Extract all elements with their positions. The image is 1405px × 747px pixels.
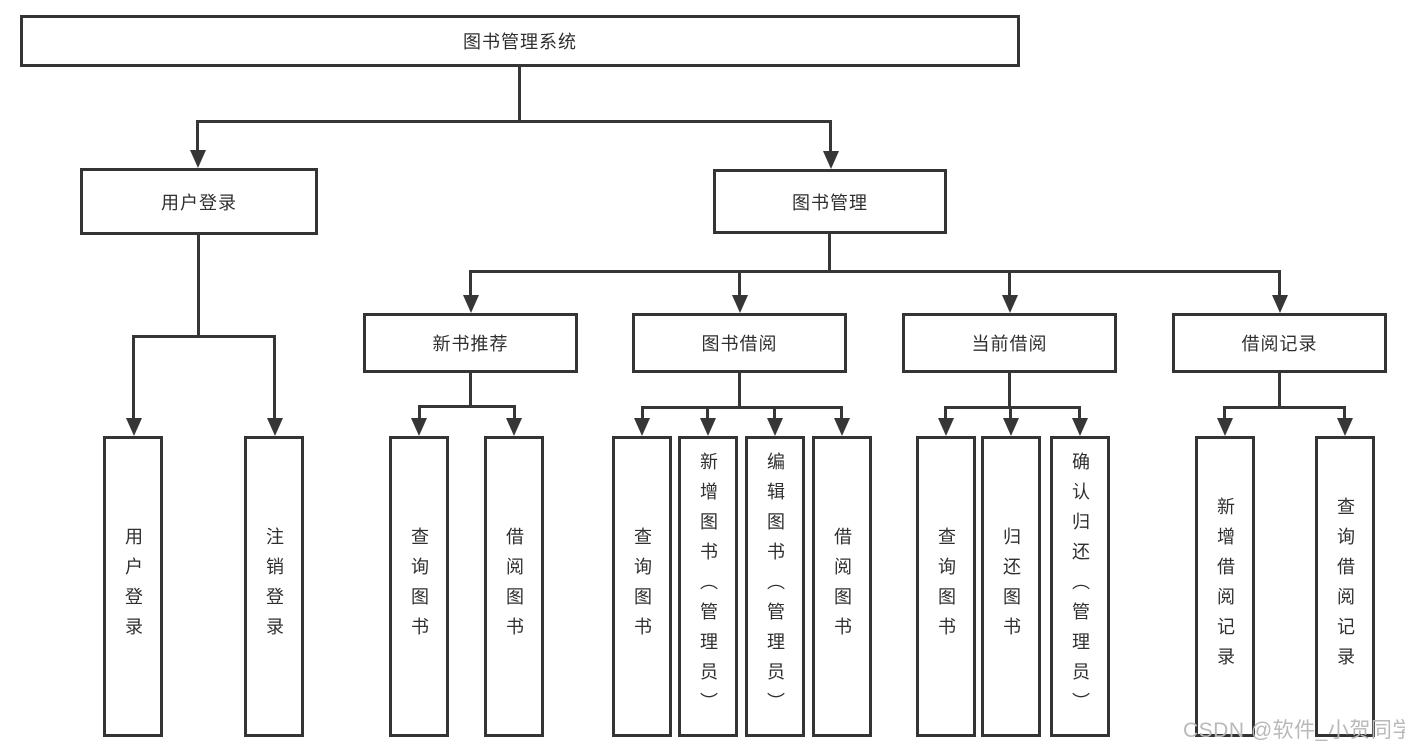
connector-line bbox=[1078, 406, 1081, 419]
watermark: CSDN @软件_小贺同学 bbox=[1183, 719, 1405, 742]
connector-line bbox=[196, 120, 199, 152]
leaf-bb-edit-books-admin-label: 编辑图书（管理员） bbox=[765, 451, 785, 722]
connector-line bbox=[273, 335, 276, 419]
node-user-login: 用户登录 bbox=[80, 168, 318, 235]
leaf-logout: 注销登录 bbox=[244, 436, 304, 737]
arrow-down-icon bbox=[823, 151, 839, 169]
connector-line bbox=[196, 120, 832, 123]
connector-line bbox=[1343, 406, 1346, 419]
arrow-down-icon bbox=[938, 418, 954, 436]
connector-line bbox=[513, 405, 516, 419]
node-borrowing-records-label: 借阅记录 bbox=[1241, 334, 1318, 354]
node-user-login-label: 用户登录 bbox=[161, 192, 237, 213]
connector-line bbox=[944, 406, 1081, 409]
connector-line bbox=[1223, 406, 1226, 419]
node-book-borrowing-label: 图书借阅 bbox=[701, 334, 778, 354]
node-current-borrowing-label: 当前借阅 bbox=[971, 334, 1048, 354]
connector-line bbox=[418, 405, 516, 408]
node-new-book-recommendation-label: 新书推荐 bbox=[432, 334, 509, 354]
arrow-down-icon bbox=[1002, 295, 1018, 313]
arrow-down-icon bbox=[1217, 418, 1233, 436]
connector-line bbox=[944, 406, 947, 419]
arrow-down-icon bbox=[700, 418, 716, 436]
connector-line bbox=[828, 234, 831, 273]
leaf-cb-query-books: 查询图书 bbox=[916, 436, 976, 737]
node-book-management-label: 图书管理 bbox=[792, 192, 868, 213]
connector-line bbox=[1223, 406, 1346, 409]
connector-line bbox=[132, 335, 135, 419]
leaf-cb-confirm-return-admin-label: 确认归还（管理员） bbox=[1070, 451, 1090, 722]
connector-line bbox=[1008, 373, 1011, 409]
connector-line bbox=[1008, 270, 1011, 297]
connector-line bbox=[738, 270, 741, 297]
leaf-nb-borrow-books-label: 借阅图书 bbox=[504, 526, 524, 647]
connector-line bbox=[197, 235, 200, 338]
arrow-down-icon bbox=[1003, 418, 1019, 436]
leaf-br-query-record: 查询借阅记录 bbox=[1315, 436, 1375, 737]
leaf-bb-query-books-label: 查询图书 bbox=[632, 526, 652, 647]
connector-line bbox=[1278, 270, 1281, 297]
connector-line bbox=[469, 373, 472, 408]
arrow-down-icon bbox=[634, 418, 650, 436]
arrow-down-icon bbox=[1072, 418, 1088, 436]
leaf-bb-borrow-books: 借阅图书 bbox=[812, 436, 872, 737]
node-library-system-label: 图书管理系统 bbox=[463, 32, 577, 52]
node-current-borrowing: 当前借阅 bbox=[902, 313, 1117, 373]
arrow-down-icon bbox=[267, 418, 283, 436]
arrow-down-icon bbox=[190, 150, 206, 168]
connector-line bbox=[132, 335, 276, 338]
leaf-bb-add-books-admin-label: 新增图书（管理员） bbox=[698, 451, 718, 722]
connector-line bbox=[738, 373, 741, 409]
leaf-br-query-record-label: 查询借阅记录 bbox=[1335, 496, 1355, 677]
node-book-borrowing: 图书借阅 bbox=[632, 313, 847, 373]
node-library-system: 图书管理系统 bbox=[20, 15, 1020, 67]
arrow-down-icon bbox=[411, 418, 427, 436]
leaf-cb-return-books: 归还图书 bbox=[981, 436, 1041, 737]
connector-line bbox=[1278, 373, 1281, 409]
connector-line bbox=[469, 270, 472, 297]
leaf-user-login: 用户登录 bbox=[103, 436, 163, 737]
arrow-down-icon bbox=[834, 418, 850, 436]
leaf-nb-query-books: 查询图书 bbox=[389, 436, 449, 737]
arrow-down-icon bbox=[1337, 418, 1353, 436]
connector-line bbox=[418, 405, 421, 419]
node-book-management: 图书管理 bbox=[713, 169, 947, 234]
connector-line bbox=[518, 66, 521, 121]
connector-line bbox=[840, 406, 843, 419]
arrow-down-icon bbox=[506, 418, 522, 436]
node-borrowing-records: 借阅记录 bbox=[1172, 313, 1387, 373]
leaf-br-add-record-label: 新增借阅记录 bbox=[1215, 496, 1235, 677]
leaf-bb-query-books: 查询图书 bbox=[612, 436, 672, 737]
leaf-cb-return-books-label: 归还图书 bbox=[1001, 526, 1021, 647]
leaf-nb-borrow-books: 借阅图书 bbox=[484, 436, 544, 737]
connector-line bbox=[829, 120, 832, 152]
connector-line bbox=[469, 270, 1281, 273]
arrow-down-icon bbox=[463, 295, 479, 313]
arrow-down-icon bbox=[767, 418, 783, 436]
connector-line bbox=[706, 406, 709, 419]
connector-line bbox=[1009, 406, 1012, 419]
leaf-bb-edit-books-admin: 编辑图书（管理员） bbox=[745, 436, 805, 737]
leaf-user-login-label: 用户登录 bbox=[123, 526, 143, 647]
leaf-bb-borrow-books-label: 借阅图书 bbox=[832, 526, 852, 647]
leaf-nb-query-books-label: 查询图书 bbox=[409, 526, 429, 647]
connector-line bbox=[641, 406, 843, 409]
connector-line bbox=[641, 406, 644, 419]
leaf-cb-query-books-label: 查询图书 bbox=[936, 526, 956, 647]
leaf-bb-add-books-admin: 新增图书（管理员） bbox=[678, 436, 738, 737]
arrow-down-icon bbox=[732, 295, 748, 313]
leaf-cb-confirm-return-admin: 确认归还（管理员） bbox=[1050, 436, 1110, 737]
node-new-book-recommendation: 新书推荐 bbox=[363, 313, 578, 373]
connector-line bbox=[773, 406, 776, 419]
leaf-logout-label: 注销登录 bbox=[264, 526, 284, 647]
arrow-down-icon bbox=[1272, 295, 1288, 313]
leaf-br-add-record: 新增借阅记录 bbox=[1195, 436, 1255, 737]
arrow-down-icon bbox=[126, 418, 142, 436]
